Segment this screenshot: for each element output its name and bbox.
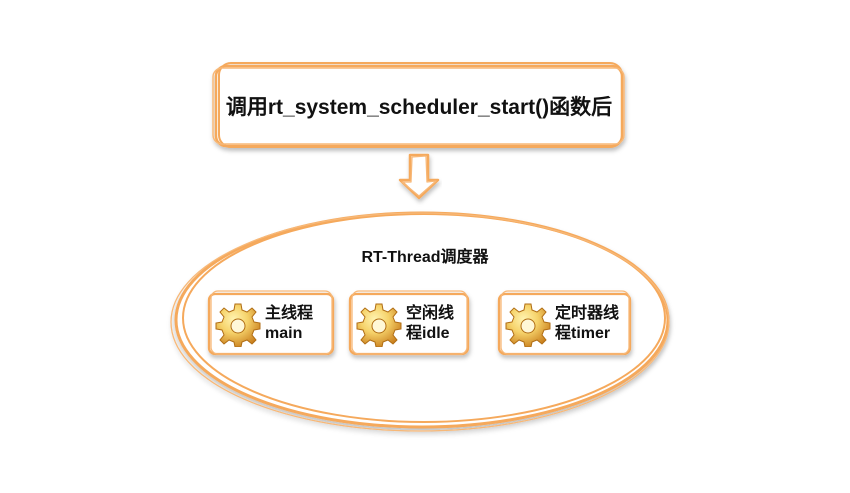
thread-label-line1: 定时器线 (555, 305, 620, 322)
thread-idle: 空闲线 程idle (350, 294, 468, 354)
thread-label-line2: 程idle (406, 325, 450, 342)
thread-label: 主线程 main (265, 304, 313, 344)
thread-label-line2: main (265, 325, 303, 342)
gear-icon (215, 303, 261, 347)
thread-label-line1: 主线程 (265, 305, 314, 322)
thread-label: 空闲线 程idle (406, 304, 454, 344)
thread-label-line1: 空闲线 (406, 305, 455, 322)
down-arrow-icon (398, 153, 440, 200)
thread-label-line2: 程timer (555, 325, 611, 342)
thread-timer: 定时器线 程timer (499, 294, 630, 354)
scheduler-title: RT-Thread调度器 (361, 249, 489, 266)
gear-icon (356, 303, 402, 347)
gear-icon (505, 303, 551, 347)
top-box-outline (212, 62, 625, 148)
thread-main: 主线程 main (209, 294, 333, 354)
thread-label: 定时器线 程timer (555, 304, 619, 344)
top-box-label: 调用rt_system_scheduler_start()函数后 (225, 96, 613, 119)
